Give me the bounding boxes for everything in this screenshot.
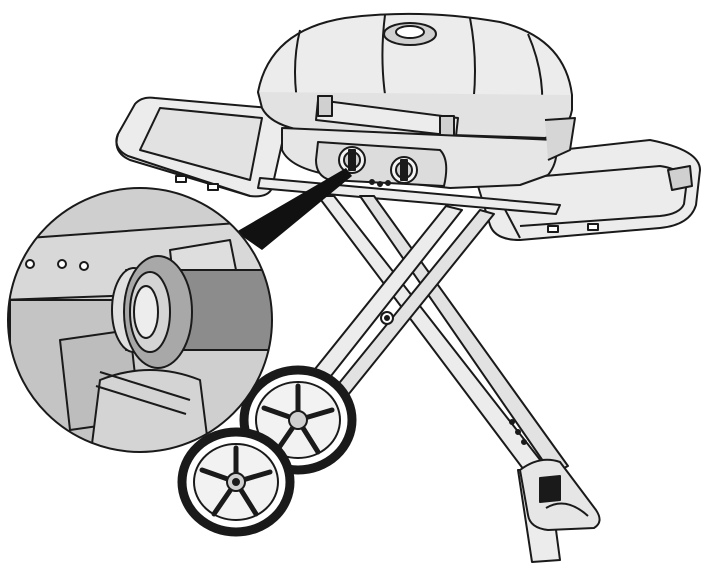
- callout-pointer: [236, 168, 352, 250]
- wheel-front: [177, 427, 295, 537]
- valve-fitting: [123, 255, 193, 369]
- cart-foot: [519, 458, 601, 531]
- detail-magnifier: [7, 187, 273, 453]
- control-knob-left: [338, 146, 366, 174]
- control-knob-right: [390, 156, 418, 184]
- left-side-shelf: [115, 96, 287, 198]
